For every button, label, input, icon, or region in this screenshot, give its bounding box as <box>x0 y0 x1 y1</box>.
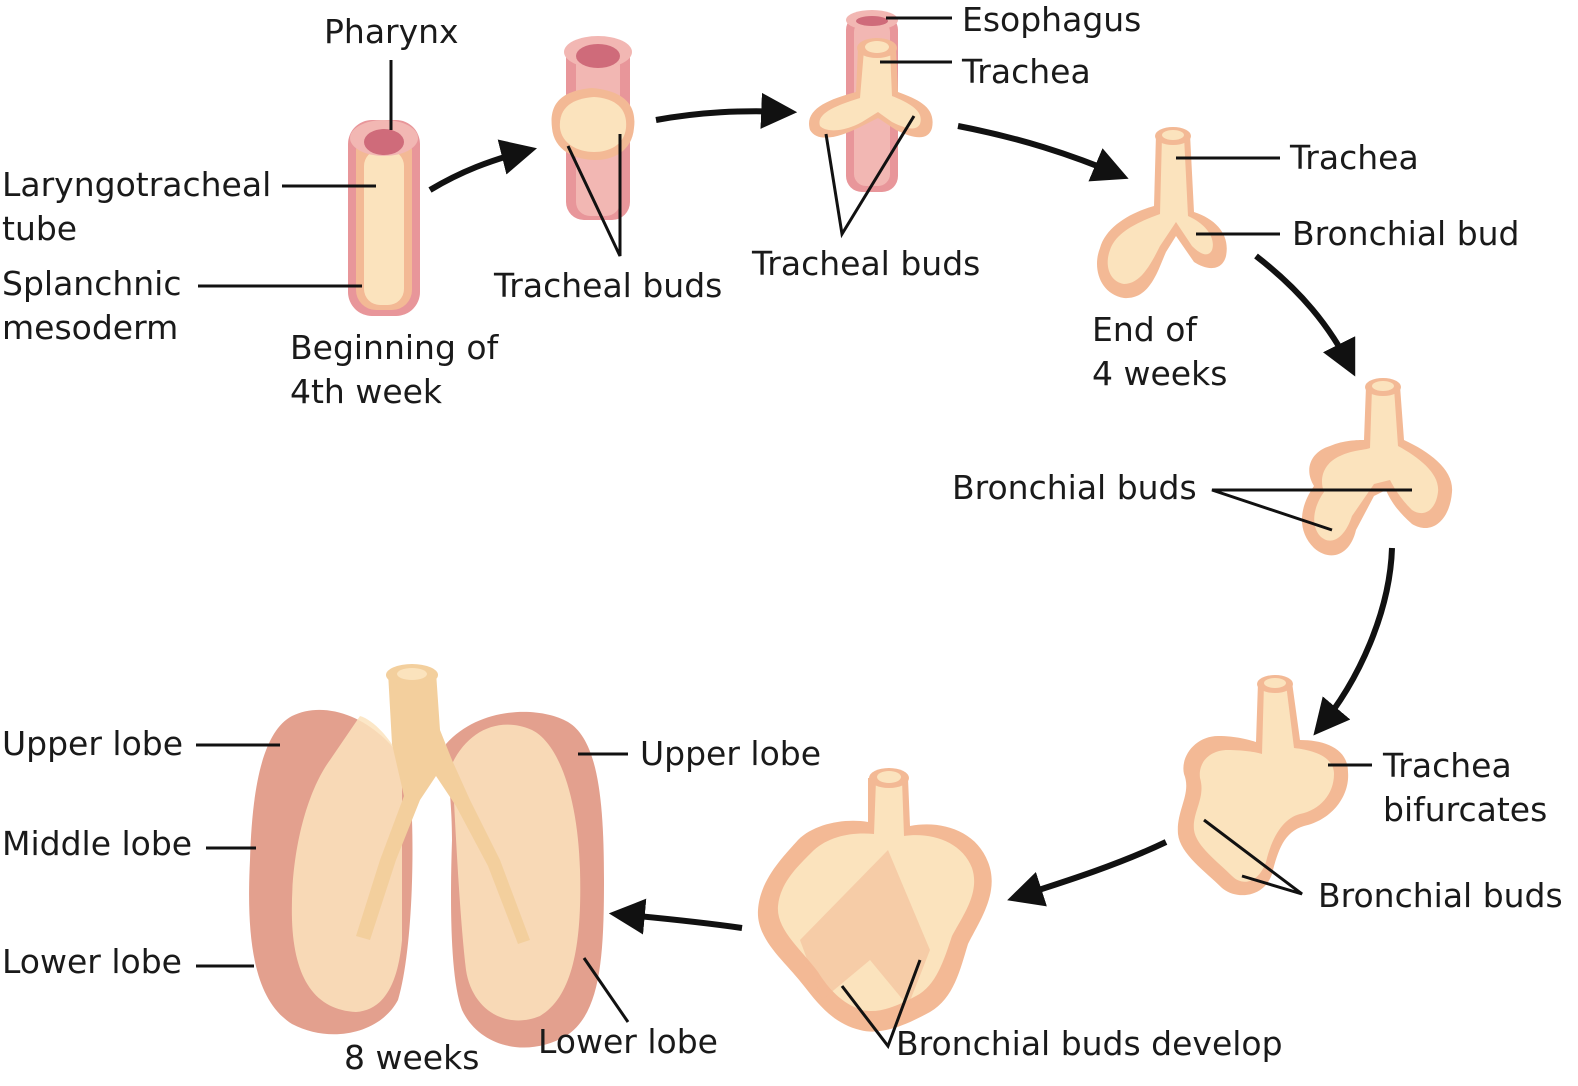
caption-beginning-4th-week: Beginning of 4th week <box>290 328 499 411</box>
caption-eight-weeks: 8 weeks <box>344 1038 480 1077</box>
leader-tracheal-buds-b <box>824 115 916 239</box>
label-lower-lobe-right: Lower lobe <box>538 1022 718 1061</box>
stage-bronchial-buds-develop <box>757 768 992 1032</box>
leader-tracheal-buds-a <box>566 134 622 257</box>
stage-tracheal-buds-1 <box>551 36 635 220</box>
label-tracheal-buds-b: Tracheal buds <box>752 244 981 283</box>
stage-trachea-bifurcates <box>1177 675 1349 896</box>
label-tracheal-buds-a: Tracheal buds <box>494 266 723 305</box>
label-trachea-a: Trachea <box>962 52 1091 91</box>
stage-tracheal-buds-2 <box>809 10 933 192</box>
label-middle-lobe: Middle lobe <box>2 824 193 863</box>
label-bronchial-buds-develop: Bronchial buds develop <box>896 1024 1283 1063</box>
label-lower-lobe-left: Lower lobe <box>2 942 182 981</box>
label-esophagus: Esophagus <box>962 0 1142 39</box>
leader-lower-lobe-right <box>582 957 630 1023</box>
arrow-6 <box>1007 839 1168 907</box>
label-bronchial-buds-a: Bronchial buds <box>952 468 1197 507</box>
arrow-3 <box>957 123 1129 182</box>
arrow-5 <box>1313 547 1395 736</box>
label-bronchial-buds-b: Bronchial buds <box>1318 876 1563 915</box>
stage-end-4-weeks <box>1097 127 1227 299</box>
label-trachea-bifurcates: Trachea bifurcates <box>1383 746 1548 829</box>
arrow-7 <box>608 898 743 935</box>
caption-end-of-4-weeks: End of 4 weeks <box>1092 310 1228 393</box>
leader-bronchial-buds-a <box>1211 488 1412 532</box>
stage-bronchial-buds <box>1301 378 1453 556</box>
stage-eight-weeks-lungs <box>249 664 604 1048</box>
label-laryngotracheal-tube: Laryngotracheal tube <box>2 165 272 248</box>
stage-beginning-4th-week <box>348 120 420 316</box>
arrow-2 <box>655 92 798 129</box>
label-pharynx: Pharynx <box>324 12 459 51</box>
leader-lines <box>196 16 1412 1050</box>
label-splanchnic-mesoderm: Splanchnic mesoderm <box>2 264 182 347</box>
cycle-arrows <box>428 92 1395 935</box>
arrow-4 <box>1254 253 1356 377</box>
arrow-1 <box>428 139 537 193</box>
label-trachea-b: Trachea <box>1290 138 1419 177</box>
label-bronchial-bud: Bronchial bud <box>1292 214 1520 253</box>
leader-bronchial-buds-develop <box>840 959 922 1050</box>
label-upper-lobe-left: Upper lobe <box>2 724 184 763</box>
label-upper-lobe-right: Upper lobe <box>640 734 822 773</box>
leader-bronchial-buds-b <box>1203 818 1303 896</box>
